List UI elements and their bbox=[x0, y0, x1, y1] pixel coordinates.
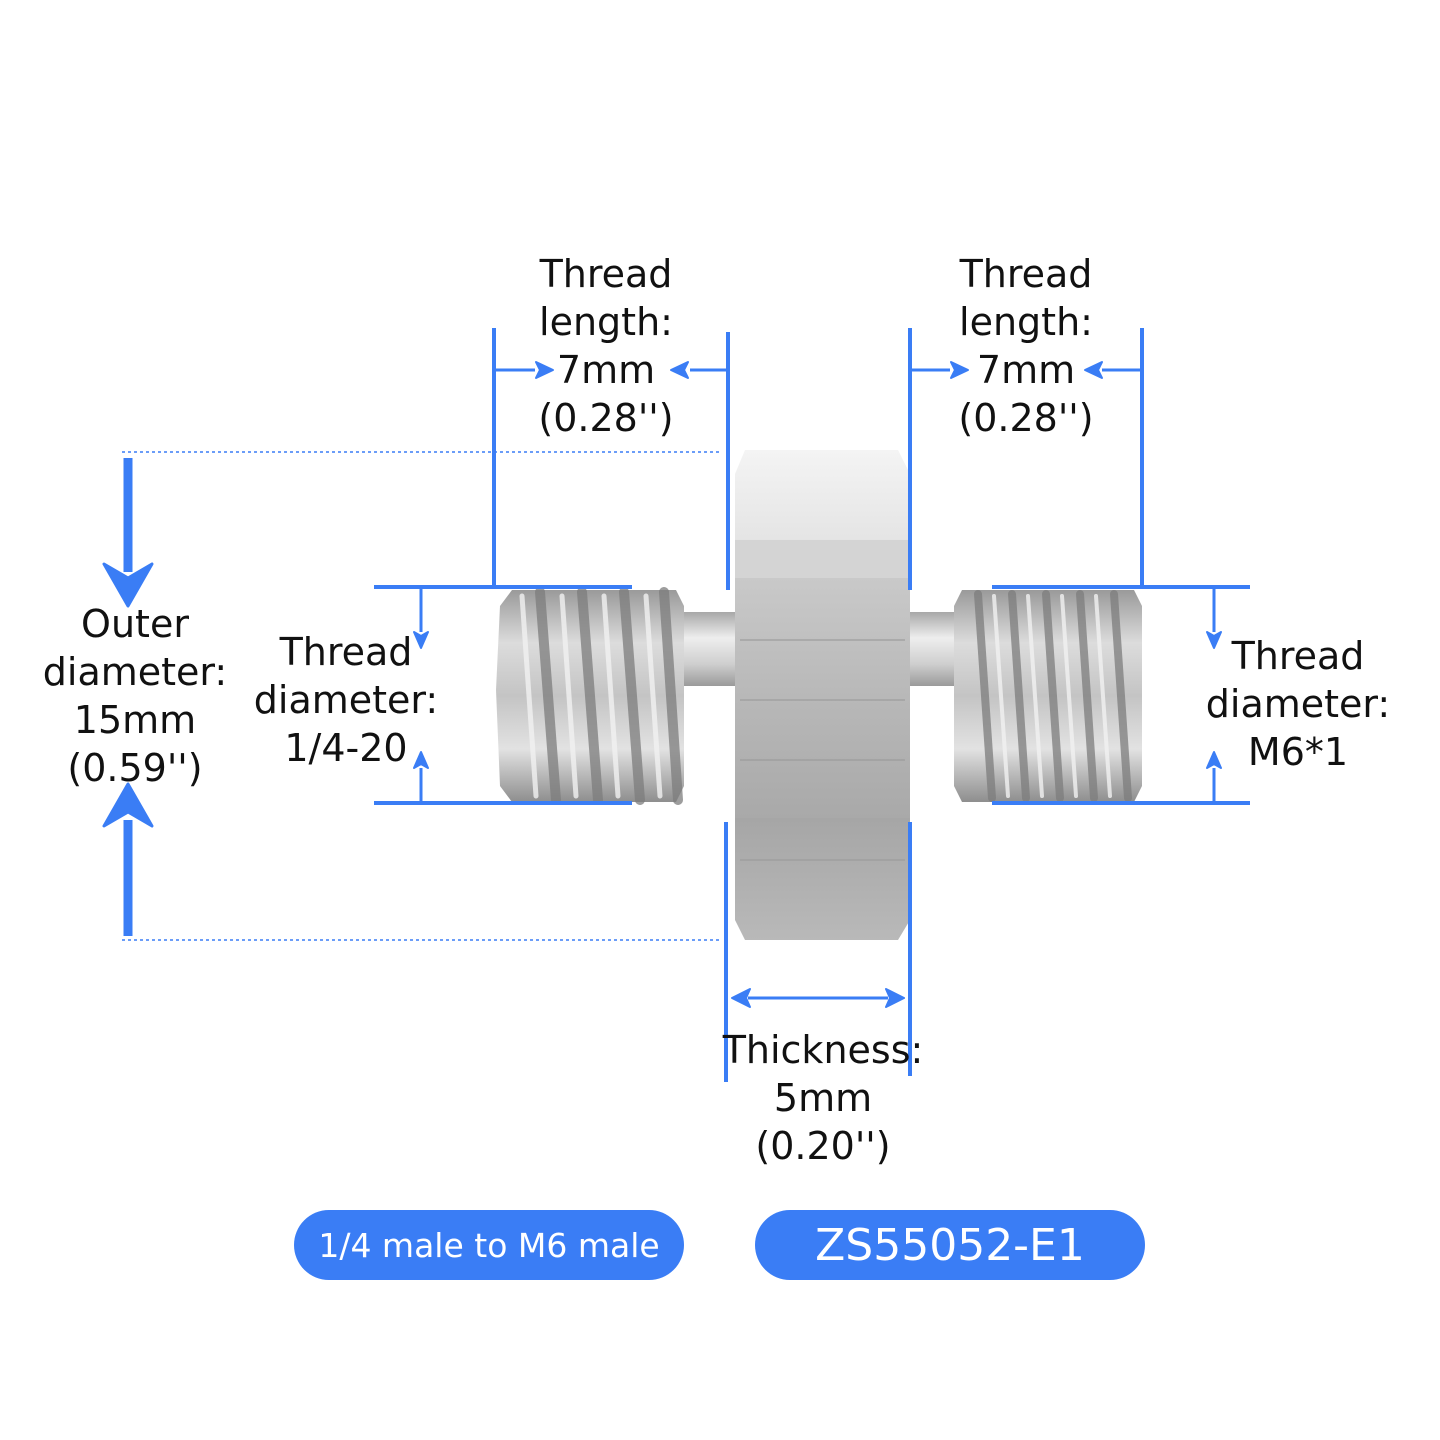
right-thread-diameter-value: M6*1 bbox=[1247, 730, 1349, 774]
left-thread-length-label: Thread length: 7mm (0.28'') bbox=[506, 250, 706, 442]
type-badge-label: 1/4 male to M6 male bbox=[318, 1225, 660, 1265]
left-thread-diameter-label: Thread diameter: 1/4-20 bbox=[236, 628, 456, 772]
right-thread-diameter-label: Thread diameter: M6*1 bbox=[1188, 632, 1408, 776]
left-thread-length-line2: length: bbox=[539, 300, 673, 344]
thickness-value: 5mm bbox=[773, 1076, 873, 1120]
model-badge-label: ZS55052-E1 bbox=[815, 1219, 1085, 1271]
outer-diameter-label: Outer diameter: 15mm (0.59'') bbox=[20, 600, 250, 792]
right-thread-length-line1: Thread bbox=[959, 252, 1093, 296]
model-badge: ZS55052-E1 bbox=[755, 1210, 1145, 1280]
arrow-heads bbox=[102, 361, 1222, 1008]
left-thread bbox=[496, 587, 684, 805]
left-thread-length-line1: Thread bbox=[539, 252, 673, 296]
left-shaft bbox=[676, 612, 740, 686]
left-thread-diameter-line1: Thread bbox=[279, 630, 413, 674]
thickness-label: Thickness: 5mm (0.20'') bbox=[708, 1026, 938, 1170]
right-thread-length-line2: length: bbox=[959, 300, 1093, 344]
thickness-line1: Thickness: bbox=[722, 1028, 924, 1072]
hex-adapter-screw-icon bbox=[496, 450, 1142, 940]
thickness-inches: (0.20'') bbox=[755, 1124, 891, 1168]
hex-nut bbox=[735, 450, 910, 940]
left-thread-length-inches: (0.28'') bbox=[538, 396, 674, 440]
right-thread-length-value: 7mm bbox=[976, 348, 1076, 392]
dimension-lines bbox=[122, 328, 1250, 1082]
outer-diameter-value: 15mm bbox=[73, 698, 197, 742]
type-badge: 1/4 male to M6 male bbox=[294, 1210, 684, 1280]
left-thread-diameter-line2: diameter: bbox=[253, 678, 439, 722]
right-thread-diameter-line1: Thread bbox=[1231, 634, 1365, 678]
left-thread-length-value: 7mm bbox=[556, 348, 656, 392]
right-thread bbox=[954, 590, 1142, 802]
outer-diameter-line2: diameter: bbox=[42, 650, 228, 694]
right-thread-diameter-line2: diameter: bbox=[1205, 682, 1391, 726]
outer-diameter-inches: (0.59'') bbox=[67, 746, 203, 790]
right-thread-length-inches: (0.28'') bbox=[958, 396, 1094, 440]
right-thread-length-label: Thread length: 7mm (0.28'') bbox=[926, 250, 1126, 442]
left-thread-diameter-value: 1/4-20 bbox=[284, 726, 408, 770]
outer-diameter-line1: Outer bbox=[81, 602, 189, 646]
